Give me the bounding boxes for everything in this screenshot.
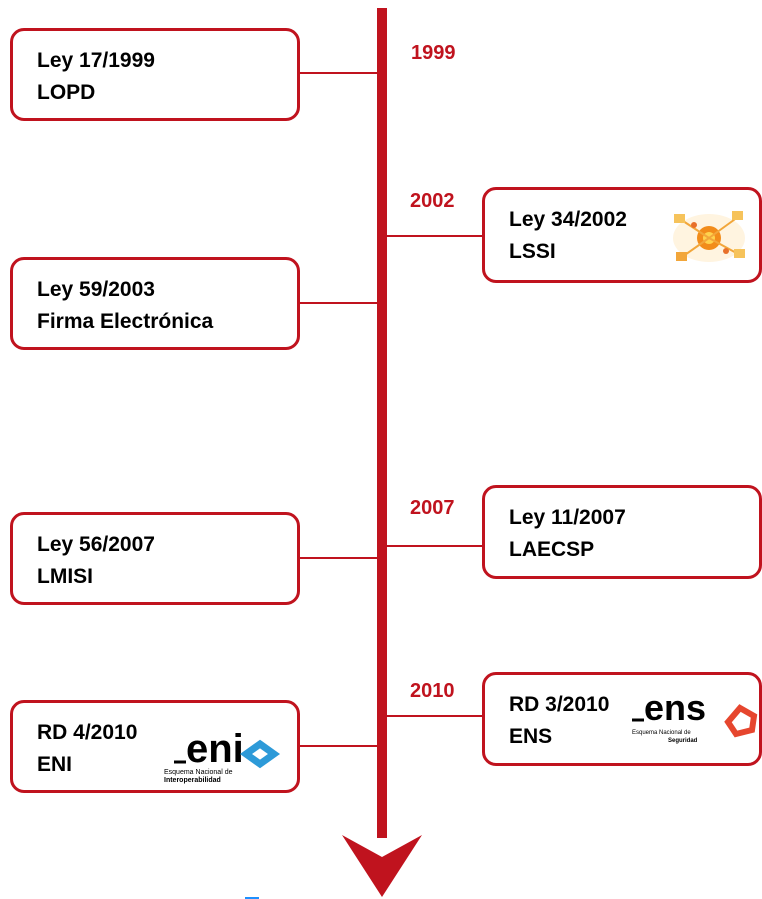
law-box-title: Ley 11/2007 [509,506,626,529]
law-box-title: Ley 59/2003 [37,278,155,301]
connector-1999 [300,72,380,74]
law-box-title: Ley 17/1999 [37,49,155,72]
ens-caption-line1: Esquema Nacional de [632,730,691,736]
connector-2010-right [385,715,482,717]
timeline-arrowhead [342,835,422,897]
timeline-axis [377,8,387,838]
law-box-subtitle: LOPD [37,81,96,104]
ens-logo: ens Esquema Nacional de Seguridad [628,687,760,750]
eni-caption-line2: Interoperabilidad [164,777,221,784]
year-label-2007: 2007 [410,497,455,519]
eni-wordmark: eni [186,727,244,771]
eni-logo: eni Esquema Nacional de Interoperabilida… [160,722,290,784]
connector-2003 [300,302,380,304]
connector-2002 [385,235,482,237]
law-box-subtitle: ENS [509,725,553,748]
law-box-subtitle: LMISI [37,565,93,588]
law-box-title: Ley 56/2007 [37,533,155,556]
ens-caption-line2: Seguridad [668,738,698,744]
year-label-2010: 2010 [410,680,455,702]
law-box-title: RD 4/2010 [37,721,138,744]
law-box-subtitle: LAECSP [509,538,595,561]
law-box-ley-17-1999: Ley 17/1999 LOPD [10,28,300,121]
connector-2007-right [385,545,482,547]
ens-wordmark: ens [644,690,706,728]
stray-mark [245,897,259,899]
network-gear-icon [668,205,750,267]
law-box-subtitle: ENI [37,753,73,776]
law-box-subtitle: Firma Electrónica [37,310,214,333]
law-box-title: RD 3/2010 [509,693,610,716]
connector-2007-left [300,557,380,559]
eni-caption-line1: Esquema Nacional de [164,769,233,776]
connector-2010-left [300,745,380,747]
law-box-ley-56-2007: Ley 56/2007 LMISI [10,512,300,605]
law-box-subtitle: LSSI [509,240,556,263]
law-box-ley-59-2003: Ley 59/2003 Firma Electrónica [10,257,300,350]
law-box-ley-11-2007: Ley 11/2007 LAECSP [482,485,762,579]
law-box-title: Ley 34/2002 [509,208,627,231]
year-label-1999: 1999 [411,42,456,64]
year-label-2002: 2002 [410,190,455,212]
law-box-rd-3-2010: RD 3/2010 ENS [482,672,762,766]
